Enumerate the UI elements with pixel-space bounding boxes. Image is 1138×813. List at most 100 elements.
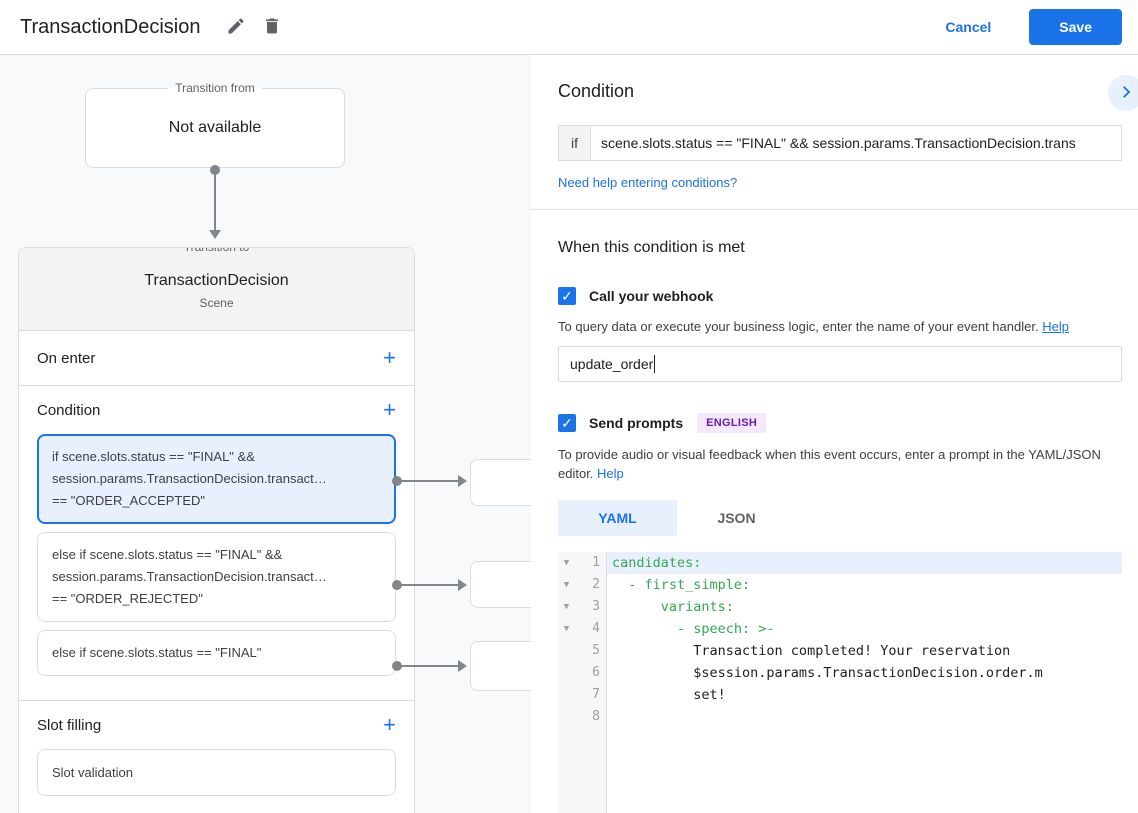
condition-help-link[interactable]: Need help entering conditions? xyxy=(558,175,738,190)
condition-card[interactable]: else if scene.slots.status == "FINAL" xyxy=(37,630,396,676)
condition-card-line: session.params.TransactionDecision.trans… xyxy=(52,471,327,486)
connector-line xyxy=(397,584,458,586)
editor-line: ▼2 - first_simple: xyxy=(558,574,1122,596)
prompts-checkbox-row: ✓ Send prompts ENGLISH xyxy=(558,413,1122,433)
slot-filling-label: Slot filling xyxy=(37,716,102,734)
line-number: 1 xyxy=(592,555,600,570)
text-cursor xyxy=(654,355,656,373)
line-number: 4 xyxy=(592,621,600,636)
condition-card-line: else if scene.slots.status == "FINAL" xyxy=(52,645,262,660)
line-number: 2 xyxy=(592,577,600,592)
fold-arrow-icon[interactable]: ▼ xyxy=(563,580,570,590)
scene-name: TransactionDecision xyxy=(144,272,289,289)
fold-spacer xyxy=(558,662,575,684)
webhook-checkbox[interactable]: ✓ xyxy=(558,287,576,305)
webhook-label: Call your webhook xyxy=(589,288,714,304)
editor-gutter: 7 xyxy=(558,684,607,706)
condition-card-line: session.params.TransactionDecision.trans… xyxy=(52,569,327,584)
line-number: 7 xyxy=(592,687,600,702)
webhook-handler-value: update_order xyxy=(570,356,654,372)
editor-line: ▼4 - speech: >- xyxy=(558,618,1122,640)
prompts-label: Send prompts xyxy=(589,415,684,431)
line-number: 6 xyxy=(592,665,600,680)
add-slot-button[interactable]: + xyxy=(383,712,396,737)
connector-dot xyxy=(392,661,402,671)
cancel-button[interactable]: Cancel xyxy=(925,11,1011,43)
fold-arrow-icon[interactable]: ▼ xyxy=(563,624,570,634)
transition-from-box[interactable]: Transition from Not available xyxy=(85,81,345,168)
if-prefix-label: if xyxy=(558,125,590,161)
language-badge: ENGLISH xyxy=(697,413,767,433)
condition-card-line: == "ORDER_ACCEPTED" xyxy=(52,493,205,508)
fold-spacer xyxy=(558,706,575,728)
panel-title: Condition xyxy=(558,81,635,101)
top-bar: TransactionDecision Cancel Save xyxy=(0,0,1138,55)
connector-line xyxy=(214,170,216,230)
connector-dot xyxy=(392,580,402,590)
code-line-text: set! xyxy=(612,687,726,703)
editor-gutter: 6 xyxy=(558,662,607,684)
editor-line: 6 $session.params.TransactionDecision.or… xyxy=(558,662,1122,684)
slot-filling-section: Slot filling + xyxy=(19,701,414,749)
panel-divider xyxy=(531,209,1138,210)
prompts-checkbox[interactable]: ✓ xyxy=(558,414,576,432)
collapse-panel-button[interactable] xyxy=(1108,75,1138,111)
scene-card-header[interactable]: TransactionDecision Scene xyxy=(19,248,414,331)
line-number: 5 xyxy=(592,643,600,658)
pencil-icon xyxy=(226,16,246,39)
code-line-text: variants: xyxy=(612,599,734,615)
trash-icon xyxy=(262,16,282,39)
destination-scene-box[interactable] xyxy=(470,641,531,691)
condition-section-label: Condition xyxy=(37,401,101,419)
editor-gutter: ▼3 xyxy=(558,596,607,618)
editor-gutter: ▼2 xyxy=(558,574,607,596)
destination-scene-box[interactable] xyxy=(470,561,531,608)
line-number: 3 xyxy=(592,599,600,614)
fold-arrow-icon[interactable]: ▼ xyxy=(563,558,570,568)
tab-json[interactable]: JSON xyxy=(717,510,756,526)
on-enter-label: On enter xyxy=(37,349,96,367)
webhook-handler-input[interactable]: update_order xyxy=(558,346,1122,382)
on-enter-section: On enter + xyxy=(19,331,414,386)
prompts-help-link[interactable]: Help xyxy=(597,466,624,481)
transition-from-legend: Transition from xyxy=(168,81,262,95)
line-number: 8 xyxy=(592,709,600,724)
code-line-text: - speech: >- xyxy=(612,621,775,637)
scene-type-label: Scene xyxy=(199,296,234,310)
arrow-right-icon xyxy=(458,475,467,487)
condition-expression-input[interactable]: scene.slots.status == "FINAL" && session… xyxy=(590,125,1122,161)
destination-scene-box[interactable] xyxy=(470,459,531,506)
webhook-description: To query data or execute your business l… xyxy=(558,317,1118,336)
save-button[interactable]: Save xyxy=(1029,9,1122,45)
fold-spacer xyxy=(558,640,575,662)
editor-line: 8 xyxy=(558,706,1122,728)
editor-tab-bar: YAML JSON xyxy=(558,500,1122,536)
delete-button[interactable] xyxy=(254,9,290,45)
condition-card[interactable]: else if scene.slots.status == "FINAL" &&… xyxy=(37,532,396,622)
code-line-text: - first_simple: xyxy=(612,577,751,593)
add-condition-button[interactable]: + xyxy=(383,397,396,422)
edit-button[interactable] xyxy=(218,9,254,45)
editor-gutter xyxy=(558,728,607,813)
arrow-right-icon xyxy=(458,579,467,591)
code-line-text xyxy=(607,706,1122,728)
slot-validation-card[interactable]: Slot validation xyxy=(37,749,396,796)
editor-gutter: 5 xyxy=(558,640,607,662)
editor-gutter: ▼4 xyxy=(558,618,607,640)
prompts-description: To provide audio or visual feedback when… xyxy=(558,445,1118,483)
webhook-help-link[interactable]: Help xyxy=(1042,319,1069,334)
add-on-enter-button[interactable]: + xyxy=(383,345,396,370)
condition-card-list: if scene.slots.status == "FINAL" &&sessi… xyxy=(19,434,414,676)
fold-arrow-icon[interactable]: ▼ xyxy=(563,602,570,612)
code-line-text: Transaction completed! Your reservation xyxy=(612,643,1011,659)
when-condition-title: When this condition is met xyxy=(558,239,745,256)
connector-dot xyxy=(392,476,402,486)
arrow-down-icon xyxy=(209,230,221,239)
editor-line: 7 set! xyxy=(558,684,1122,706)
condition-card[interactable]: if scene.slots.status == "FINAL" &&sessi… xyxy=(37,434,396,524)
scene-flow-canvas: Transition from Not available Transition… xyxy=(0,55,531,813)
condition-section: Condition + if scene.slots.status == "FI… xyxy=(19,386,414,701)
tab-yaml[interactable]: YAML xyxy=(558,500,677,536)
